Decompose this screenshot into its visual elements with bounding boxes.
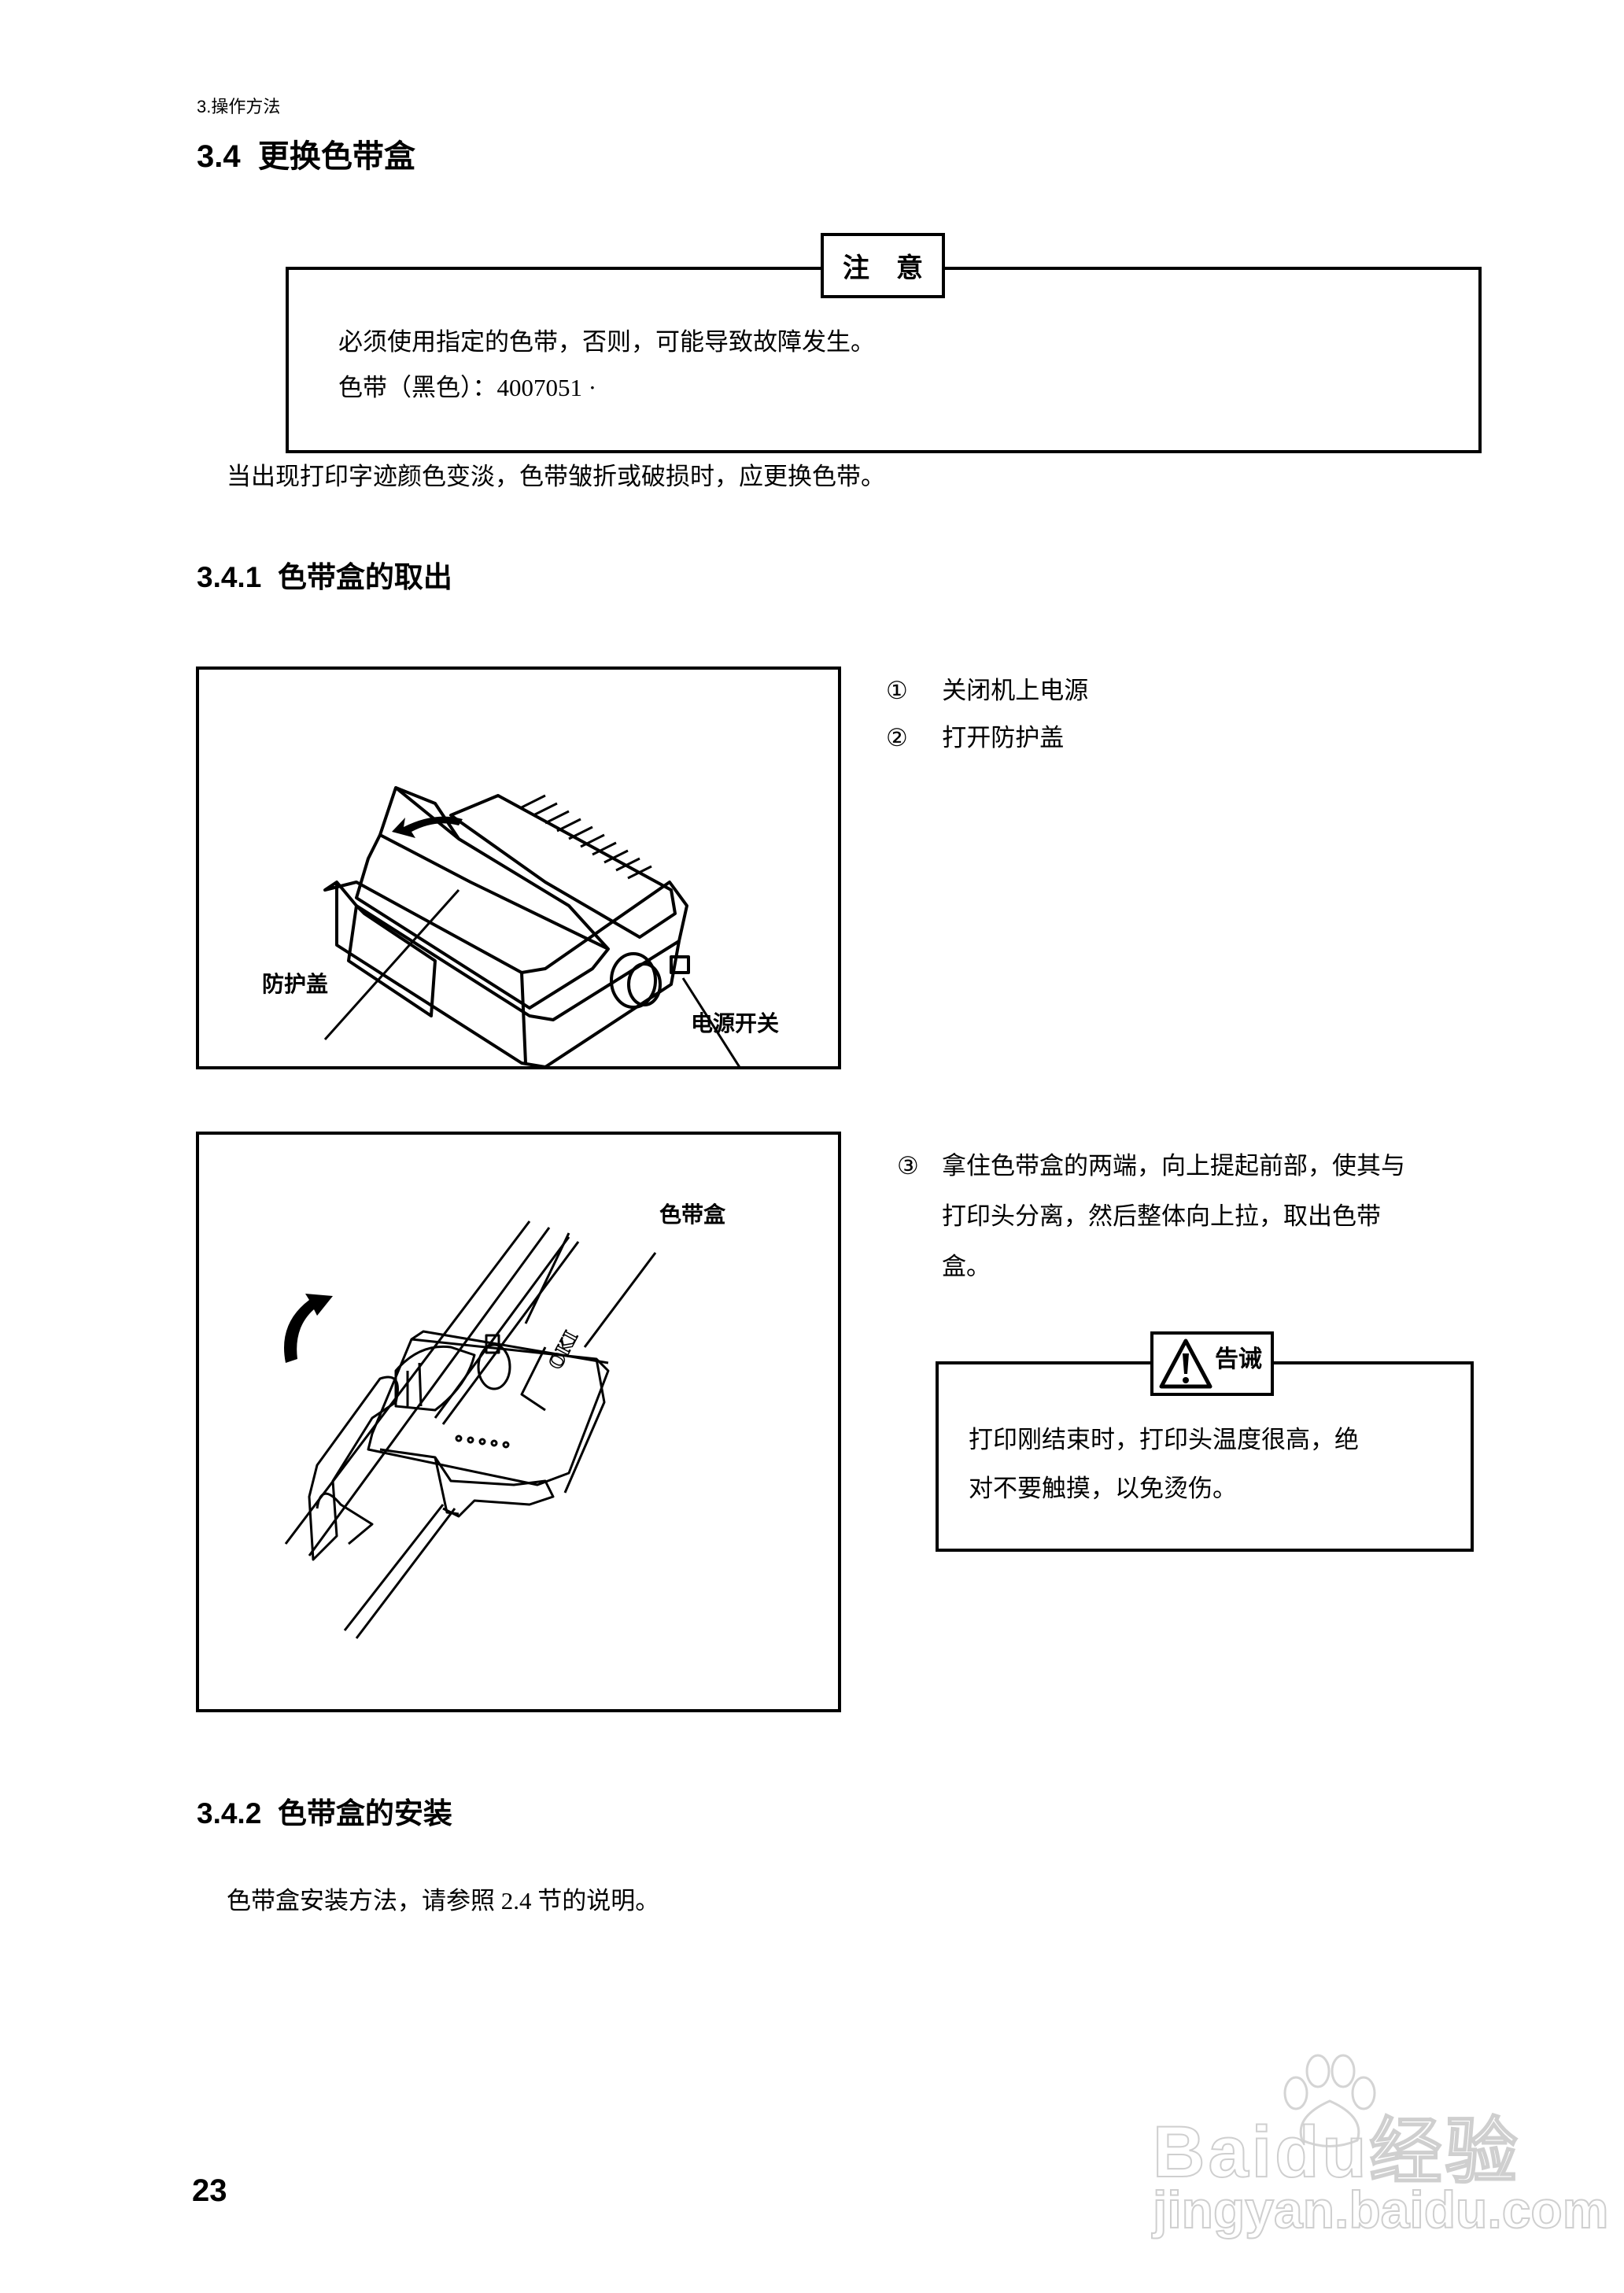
watermark-url: jingyan.baidu.com [1152,2180,1609,2239]
paw-icon [1283,2054,1376,2147]
step-2: ② 打开防护盖 [886,713,1064,763]
caution-label: 注 意 [821,233,945,298]
page-number: 23 [192,2173,227,2208]
step-3-line-1: 拿住色带盒的两端，向上提起前部，使其与 [942,1152,1405,1180]
step-3-line-2: 打印头分离，然后整体向上拉，取出色带 [942,1202,1381,1230]
label-ribbon-cartridge: 色带盒 [659,1202,726,1227]
warning-line-1: 打印刚结束时，打印头温度很高，绝 [969,1426,1359,1453]
step-2-text: 打开防护盖 [942,724,1065,751]
ribbon-cartridge-illustration: OKI [284,1220,657,1639]
printer-illustration [323,786,740,1066]
running-head: 3.操作方法 [197,97,281,116]
label-power-switch: 电源开关 [691,1011,780,1036]
warning-triangle-icon [1159,1339,1212,1389]
figure-printer-open-cover: 防护盖 电源开关 [196,666,841,1069]
figure-ribbon-cartridge-removal: OKI 色带盒 [196,1132,841,1712]
warning-label: 告诫 [1150,1331,1274,1396]
watermark-brand: Baidu经验 [1152,2111,1521,2193]
caution-line-1: 必须使用指定的色带，否则，可能导致故障发生。 [338,328,875,356]
intro-paragraph: 当出现打印字迹颜色变淡，色带皱折或破损时，应更换色带。 [227,463,885,490]
step-1-text: 关闭机上电源 [942,677,1089,704]
step-3-line-3: 盒。 [942,1253,991,1280]
caution-label-text: 注 意 [843,253,923,283]
warning-line-2: 对不要触摸，以免烫伤。 [969,1475,1237,1502]
subsection-342-title: 3.4.2 色带盒的安装 [197,1797,452,1830]
step-2-number: ② [886,724,908,751]
step-3-number: ③ [897,1152,919,1180]
section-title: 3.4 更换色带盒 [197,139,415,174]
subsection-341-title: 3.4.1 色带盒的取出 [197,561,452,593]
caution-line-2: 色带（黑色）：4007051 · [338,374,597,401]
step-1-number: ① [886,677,908,704]
warning-label-text: 告诫 [1215,1346,1262,1372]
step-1: ① 关闭机上电源 [886,666,1088,716]
label-protective-cover: 防护盖 [262,972,329,996]
install-paragraph: 色带盒安装方法，请参照 2.4 节的说明。 [227,1887,660,1915]
svg-text:OKI: OKI [544,1327,582,1373]
